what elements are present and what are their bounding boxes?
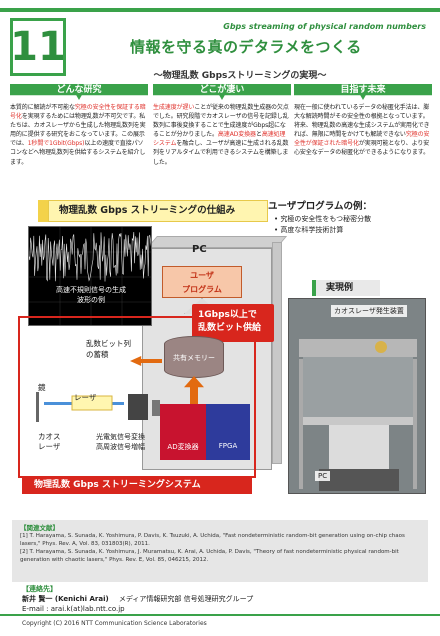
body-text: を実現するためには物理乱数が不可欠です。私たちは、カオスレーザから生成した物理乱… (10, 113, 146, 148)
fpga-box: FPGA (206, 404, 250, 460)
contact-org: メディア情報研究部 信号処理研究グループ (118, 595, 254, 603)
ad-converter-box: AD変換器 (160, 404, 206, 460)
app-example-item: • 高度な科学技術計算 (274, 226, 344, 234)
column-body: 生成速度が遅いことが従来の物理乱数生成器の欠点でした。研究段階でカオスレーザの信… (153, 103, 291, 167)
waveform-caption: 高速不規則信号の生成 波形の例 (56, 286, 126, 304)
contact-email: E-mail : arai.k(at)lab.ntt.co.jp (22, 605, 125, 613)
laser-label: レーザ (74, 393, 97, 402)
highlight-text: 高速AD変換器 (217, 131, 256, 139)
body-text: が実現可能となり、より安心安全なデータの秘匿化ができるようになります。 (294, 140, 430, 157)
random-seq-label: 乱数ビット列 の蓄積 (86, 339, 131, 359)
highlight-text: 究極の安全性を保証する暗号化 (10, 104, 146, 121)
title-marker (38, 200, 48, 222)
top-green-bar (0, 8, 440, 12)
body-text: 本質的に解読が不可能な (10, 104, 75, 111)
page-title: 情報を守る真のデタラメをつくる (130, 38, 362, 56)
user-program-box: ユーザ プログラム (162, 266, 242, 298)
conversion-label: 光電気信号変換 高周波信号増幅 (96, 433, 145, 451)
column-future: 目指す未来 現在一般に使われているデータの秘匿化手法は、膨大な解読時間がその安全… (294, 84, 432, 158)
column-research: どんな研究 本質的に解読が不可能な究極の安全性を保証する暗号化を実現するためには… (10, 84, 148, 167)
highlight-text: 高速処理システム (153, 131, 286, 148)
column-heading: どんな研究 (10, 84, 148, 100)
body-text: と (255, 131, 262, 139)
column-heading: 目指す未来 (294, 84, 432, 100)
references-heading: 【関連文献】 (20, 524, 59, 532)
shared-memory-cylinder: 共有メモリー (164, 336, 224, 378)
page-subtitle: ～物理乱数 Gbpsストリーミングの実現～ (153, 71, 327, 81)
pc-label: PC (192, 244, 207, 255)
waveform-svg (29, 227, 151, 325)
system-title: 物理乱数 Gbps ストリーミングシステム (22, 476, 252, 494)
bottom-green-bar (0, 614, 440, 616)
highlight-text: 1秒間で1Gbit(Gbps) (27, 140, 85, 148)
pc-top-face (146, 236, 288, 248)
contact-name-line: 新井 賢一 (Kenichi Arai) メディア情報研究部 信号処理研究グルー… (22, 594, 253, 604)
contact-heading: 【連絡先】 (22, 585, 57, 593)
exhibit-number: 11 (10, 18, 66, 76)
arrow-left-orange (130, 356, 162, 366)
app-examples-title: ユーザプログラムの例： (268, 201, 373, 212)
chaos-laser-label: カオス レーザ (38, 432, 61, 451)
mirror-label: 鏡 (38, 383, 46, 392)
english-title: Gbps streaming of physical random number… (223, 22, 426, 31)
photo-svg (289, 299, 425, 493)
waveform-plot: 高速不規則信号の生成 波形の例 (28, 226, 152, 326)
highlight-text: 究極の安全性が保証された暗号化 (294, 131, 430, 148)
column-strength: どこが凄い 生成速度が遅いことが従来の物理乱数生成器の欠点でした。研究段階でカオ… (153, 84, 291, 167)
body-text: 以上の速度で直接パソコンなどへ物理乱数列を供給するシステムを紹介します。 (10, 140, 146, 166)
column-body: 現在一般に使われているデータの秘匿化手法は、膨大な解読時間がその安全性の根拠とな… (294, 103, 432, 158)
photo-caption-pc: PC (315, 471, 331, 481)
streaming-title: 物理乱数 Gbps ストリーミングの仕組み (48, 200, 268, 222)
reference-item: [2] T. Harayama, S. Sunada, K. Yoshimura… (20, 549, 399, 563)
column-body: 本質的に解読が不可能な究極の安全性を保証する暗号化を実現するためには物理乱数が不… (10, 103, 148, 167)
highlight-text: 生成速度が遅い (153, 104, 195, 111)
supply-callout: 1Gbps以上で 乱数ビット供給 (192, 304, 274, 342)
body-text: 現在一般に使われているデータの秘匿化手法は、膨大な解読時間がその安全性の根拠とな… (294, 104, 430, 139)
system-diagram: 物理乱数 Gbps ストリーミングの仕組み ユーザプログラムの例： • 究極の安… (12, 196, 430, 502)
references-box: 【関連文献】 [1] T. Harayama, S. Sunada, K. Yo… (12, 520, 428, 582)
app-example-item: • 究極の安全性をもつ秘密分散 (274, 215, 372, 223)
photo-caption-device: カオスレーザ発生装置 (331, 305, 407, 317)
laser-setup-svg (36, 392, 160, 422)
photo-realization: カオスレーザ発生装置 PC (288, 298, 426, 494)
body-text: を融合し、ユーザが高速に生成される乱数列をリアルタイムで利用できるシステムを構築… (153, 140, 289, 166)
body-text: ことが従来の物理乱数生成器の欠点でした。研究段階でカオスレーザの信号を記録し乱数… (153, 104, 289, 139)
photo-title: 実現例 (312, 280, 380, 296)
contact-name: 新井 賢一 (Kenichi Arai) (22, 595, 109, 603)
app-examples-list: • 究極の安全性をもつ秘密分散 • 高度な科学技術計算 (274, 214, 371, 236)
column-heading: どこが凄い (153, 84, 291, 100)
copyright: Copyright (C) 2016 NTT Communication Sci… (22, 620, 207, 627)
reference-item: [1] T. Harayama, S. Sunada, K. Yoshimura… (20, 533, 405, 547)
contact-block: 【連絡先】 新井 賢一 (Kenichi Arai) メディア情報研究部 信号処… (22, 584, 253, 614)
pc-side-face (272, 242, 282, 464)
